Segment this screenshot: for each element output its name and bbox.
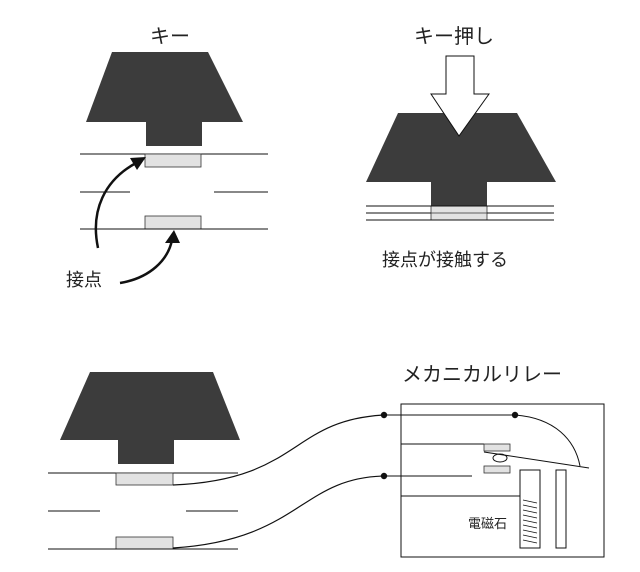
electromagnet-core <box>519 469 541 549</box>
terminal-dot <box>380 472 388 480</box>
key-label: キー <box>150 24 190 48</box>
key-stem <box>146 122 202 146</box>
key-pressed-panel <box>366 55 556 221</box>
terminal-dot <box>380 411 388 419</box>
contacts-label: 接点 <box>66 270 102 291</box>
key-stem <box>118 440 174 464</box>
press-arrow <box>430 55 490 137</box>
electromagnet-label: 電磁石 <box>468 517 508 532</box>
electromagnet-coil <box>522 499 538 544</box>
relay-housing <box>400 403 605 558</box>
relay-pillar <box>555 469 567 549</box>
pointer-arrowhead <box>130 157 146 170</box>
key-press-label: キー押し <box>414 24 494 48</box>
pointer-arrow-upper <box>94 161 137 249</box>
upper-contact <box>144 153 202 168</box>
key-stem <box>431 182 487 206</box>
pointer-arrow-lower <box>119 239 174 285</box>
relay-fixed-contact <box>483 443 511 452</box>
key-released-panel <box>80 52 268 285</box>
relay-fixed-contact <box>483 465 511 474</box>
relay-panel <box>48 372 605 558</box>
contacts-touch-label: 接点が接触する <box>382 250 508 271</box>
upper-contact <box>115 472 174 486</box>
lower-contact <box>115 536 174 550</box>
wire <box>172 414 385 486</box>
terminal-dot <box>511 411 519 419</box>
relay-armature <box>483 451 590 469</box>
key-cap <box>366 113 556 182</box>
mechanical-relay-label: メカニカルリレー <box>402 362 562 386</box>
key-cap <box>86 52 243 122</box>
lower-contact <box>144 215 202 230</box>
pointer-arrowhead <box>165 230 180 243</box>
relay-spring-arm <box>514 414 581 467</box>
wire <box>172 475 385 549</box>
key-cap <box>60 372 240 440</box>
